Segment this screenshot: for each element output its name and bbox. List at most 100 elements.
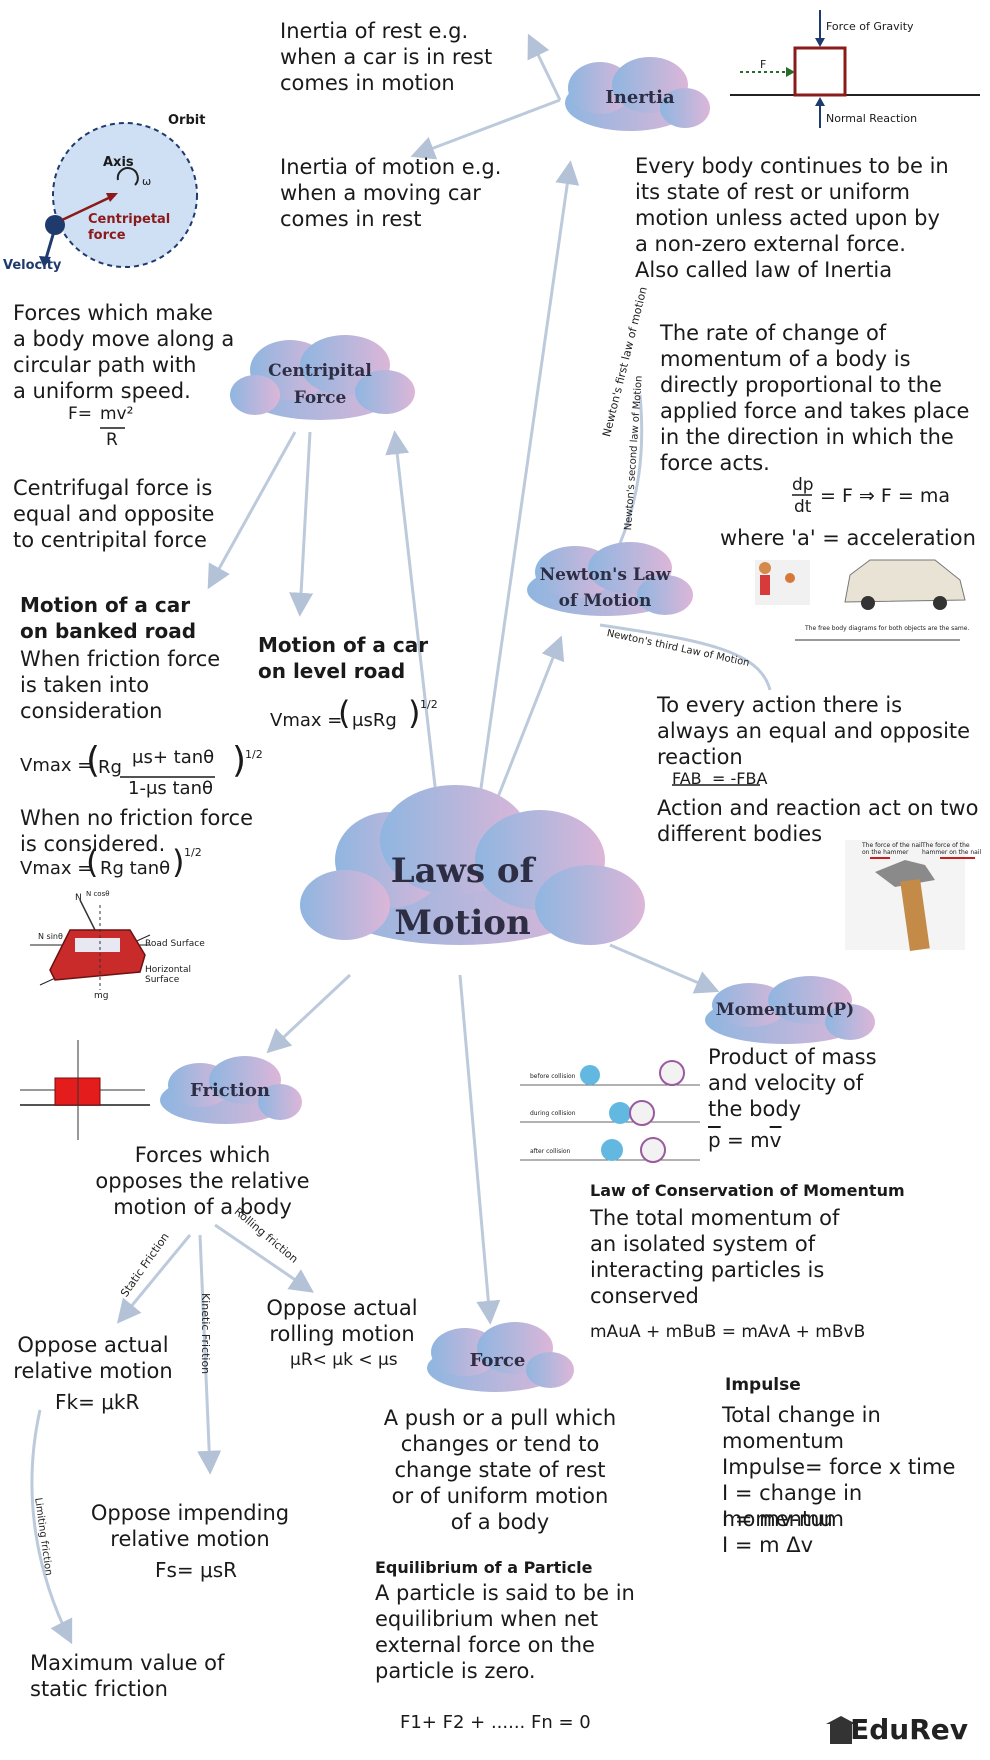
free-body-caption: The free body diagrams for both objects … <box>805 625 970 632</box>
gravity-label: Force of Gravity <box>826 20 914 33</box>
friction-block-diagram <box>20 1040 150 1140</box>
diag-nsin: N sinθ <box>38 932 63 941</box>
banked-rg: Rg <box>98 757 122 778</box>
level-paren-close: ) <box>408 694 421 732</box>
inertia-motion-text: Inertia of motion e.g. when a moving car… <box>280 155 502 231</box>
level-half: 1/2 <box>420 698 438 711</box>
limiting-friction-text: Maximum value of static friction <box>30 1651 225 1701</box>
static-friction-formula: Fk= μkR <box>55 1390 140 1414</box>
node-inertia: Inertia <box>605 87 675 108</box>
level-vmax: Vmax = <box>270 710 343 731</box>
level-title: Motion of a car on level road <box>258 633 429 683</box>
newton-third-law-text: To every action there is always an equal… <box>657 693 971 769</box>
arrow-to-friction <box>266 973 352 1054</box>
equilibrium-title: Equilibrium of a Particle <box>375 1558 593 1577</box>
banked-title: Motion of a car on banked road <box>20 593 197 643</box>
impulse-i1: I = change in momentum <box>722 1481 863 1531</box>
hammer-left-label: The force of the nail on the hammer <box>862 842 923 856</box>
banked-no-friction: When no friction force is considered. <box>20 806 253 856</box>
arrow-cent-level <box>289 431 314 617</box>
velocity-label: Velocity <box>3 258 62 273</box>
equilibrium-formula: F1+ F2 + ...... Fn = 0 <box>400 1712 591 1733</box>
node-force: Force <box>469 1350 526 1371</box>
centripetal-cloud <box>230 335 415 420</box>
central-cloud <box>300 785 645 945</box>
diag-horizontal-surface: Horizontal Surface <box>145 965 191 985</box>
banked-car-diagram <box>30 899 151 990</box>
centripetal-formula-lhs: F= <box>68 404 93 424</box>
banked-vmax-1: Vmax = <box>20 755 93 776</box>
action-reaction-note: Action and reaction act on two different… <box>657 796 979 846</box>
third-law-lhs: FAB <box>672 769 702 788</box>
arrow-fric-kinetic <box>197 1234 222 1475</box>
banked-paren-close: ) <box>232 740 247 781</box>
banked-vmax-2: Vmax = <box>20 858 93 879</box>
arrow-to-momentum <box>609 943 720 994</box>
momentum-eq: = m <box>720 1128 770 1152</box>
newton-second-law-text: The rate of change of momentum of a body… <box>660 321 970 475</box>
centripetal-definition: Forces which make a body move along a ci… <box>13 301 235 403</box>
inertia-cloud <box>565 57 710 131</box>
force-definition: A push or a pull which changes or tend t… <box>383 1406 617 1534</box>
banked-with-friction: When friction force is taken into consid… <box>20 647 221 723</box>
normal-reaction-label: Normal Reaction <box>826 112 918 125</box>
arrow-inertia-rest <box>527 33 562 101</box>
arrow-newton-second <box>613 394 644 556</box>
collision-during: during collision <box>530 1110 576 1117</box>
banked-half-2: 1/2 <box>184 846 202 859</box>
diag-ncos: N cosθ <box>86 890 110 898</box>
second-law-num: dp <box>792 475 814 495</box>
arrow-cent-banked <box>207 431 297 590</box>
banked-den: 1-μs tanθ <box>128 778 214 799</box>
collision-before: before collision <box>530 1073 576 1080</box>
force-f-label: F <box>760 58 767 71</box>
banked-formula2: Rg tanθ <box>100 858 171 879</box>
arrow-inertia-motion <box>410 98 561 160</box>
momentum-definition: Product of mass and velocity of the body <box>708 1045 877 1121</box>
collision-after: after collision <box>530 1148 571 1155</box>
impulse-i3: I = m Δv <box>722 1533 814 1557</box>
conservation-title: Law of Conservation of Momentum <box>590 1181 905 1200</box>
friction-cloud <box>160 1056 302 1124</box>
friction-definition: Forces which opposes the relative motion… <box>95 1143 310 1219</box>
level-inner: μsRg <box>352 710 397 731</box>
arrow-limiting <box>30 1409 73 1645</box>
rolling-friction-formula: μR< μk < μs <box>290 1350 398 1370</box>
arrow-to-centripetal <box>385 430 442 831</box>
hammer-diagram <box>845 840 975 952</box>
second-law-den: dt <box>794 497 812 517</box>
arrow-fric-static <box>116 1234 192 1324</box>
newton-cloud <box>527 542 693 616</box>
centrifugal-text: Centrifugal force is equal and opposite … <box>13 476 215 552</box>
node-newtons-law: Newton's Law of Motion <box>539 565 671 611</box>
kinetic-friction-text: Oppose impending relative motion <box>90 1501 290 1551</box>
rolling-friction-text: Oppose actual rolling motion <box>266 1296 418 1346</box>
momentum-v: v <box>769 1128 782 1152</box>
edurev-logo: EduRev <box>850 1713 968 1746</box>
arrow-to-force <box>458 974 501 1325</box>
omega-label: ω <box>142 175 152 188</box>
momentum-p: p <box>708 1128 721 1152</box>
node-momentum: Momentum(P) <box>715 1000 855 1020</box>
momentum-formula: p = mv <box>708 1128 782 1152</box>
banked-num: μs+ tanθ <box>132 747 215 768</box>
push-figures <box>755 559 966 641</box>
diag-road-surface: Road Surface <box>145 939 205 949</box>
central-topic: Laws of Motion <box>390 851 535 943</box>
edurev-logo-mark <box>826 1716 856 1744</box>
level-paren-open: ( <box>338 694 351 732</box>
banked-paren2-open: ( <box>86 843 99 881</box>
second-law-rest: = F ⇒ F = ma <box>820 485 950 507</box>
hammer-right-label: The force of the hammer on the nail <box>922 842 982 856</box>
impulse-text: Total change in momentum Impulse= force … <box>722 1403 956 1479</box>
impulse-i2: I = mv-mu <box>722 1507 833 1531</box>
collision-diagram <box>520 1060 700 1163</box>
axis-label: Axis <box>103 155 134 170</box>
node-friction: Friction <box>190 1080 270 1101</box>
inertia-block-diagram <box>730 10 980 128</box>
formula-bars <box>100 427 812 786</box>
impulse-title: Impulse <box>725 1375 801 1395</box>
kinetic-friction-formula: Fs= μsR <box>155 1558 238 1582</box>
